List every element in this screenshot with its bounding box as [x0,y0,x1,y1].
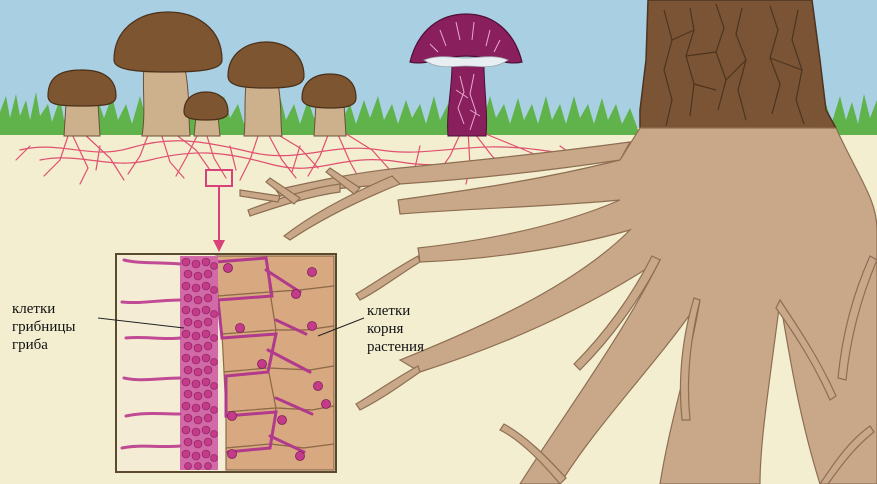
label-root-line2: корня [367,320,424,338]
label-root-line1: клетки [367,302,424,320]
label-fungus-line3: гриба [12,336,75,354]
cells-inset [116,254,336,472]
label-fungus-line2: грибницы [12,318,75,336]
label-fungus-cells: клетки грибницы гриба [12,300,75,354]
label-fungus-line1: клетки [12,300,75,318]
label-root-line3: растения [367,338,424,356]
tree [640,0,836,130]
fungal-mantle [180,256,218,470]
label-root-cells: клетки корня растения [367,302,424,356]
